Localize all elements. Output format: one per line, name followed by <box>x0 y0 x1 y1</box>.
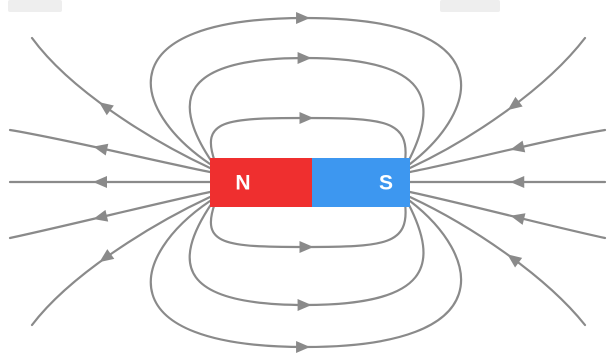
field-loop-bottom-3-arrow-icon <box>296 341 310 353</box>
field-line-left-3-arrow-icon <box>93 176 107 188</box>
corner-mark-right <box>440 0 500 12</box>
field-loop-bottom-1 <box>211 203 406 247</box>
field-line-right-1 <box>410 38 585 168</box>
field-loop-top-3-arrow-icon <box>296 12 310 24</box>
field-loop-top-2 <box>190 58 424 162</box>
south-pole <box>312 158 410 207</box>
field-loop-bottom-2-arrow-icon <box>298 299 312 311</box>
field-line-left-4-arrow-icon <box>92 210 108 225</box>
field-line-left-5-arrow-icon <box>96 249 114 267</box>
field-line-right-5 <box>410 197 585 325</box>
bar-magnet: N S <box>210 158 410 207</box>
field-line-right-5-arrow-icon <box>504 250 522 268</box>
field-line-left-2 <box>10 130 210 172</box>
field-line-left-5 <box>32 197 210 325</box>
north-pole-label: N <box>235 172 250 195</box>
field-loop-top-3 <box>151 18 461 164</box>
field-line-left-1-arrow-icon <box>95 97 113 115</box>
corner-mark-left <box>8 0 62 12</box>
field-line-right-3-arrow-icon <box>510 176 524 188</box>
north-pole <box>210 158 312 207</box>
field-line-right-4 <box>410 192 605 238</box>
field-line-right-2-arrow-icon <box>509 141 525 156</box>
field-line-left-2-arrow-icon <box>92 141 108 156</box>
field-loop-bottom-2 <box>190 203 424 305</box>
field-loop-bottom-3 <box>151 201 461 347</box>
field-loop-bottom-1-arrow-icon <box>300 241 314 253</box>
field-line-left-1 <box>32 38 210 168</box>
field-line-left-4 <box>10 192 210 238</box>
field-line-right-4-arrow-icon <box>509 210 525 225</box>
field-loop-top-1-arrow-icon <box>300 112 314 124</box>
field-loop-top-1 <box>211 118 406 162</box>
field-loop-top-2-arrow-icon <box>298 52 312 64</box>
field-line-right-1-arrow-icon <box>504 97 522 115</box>
south-pole-label: S <box>379 172 393 195</box>
